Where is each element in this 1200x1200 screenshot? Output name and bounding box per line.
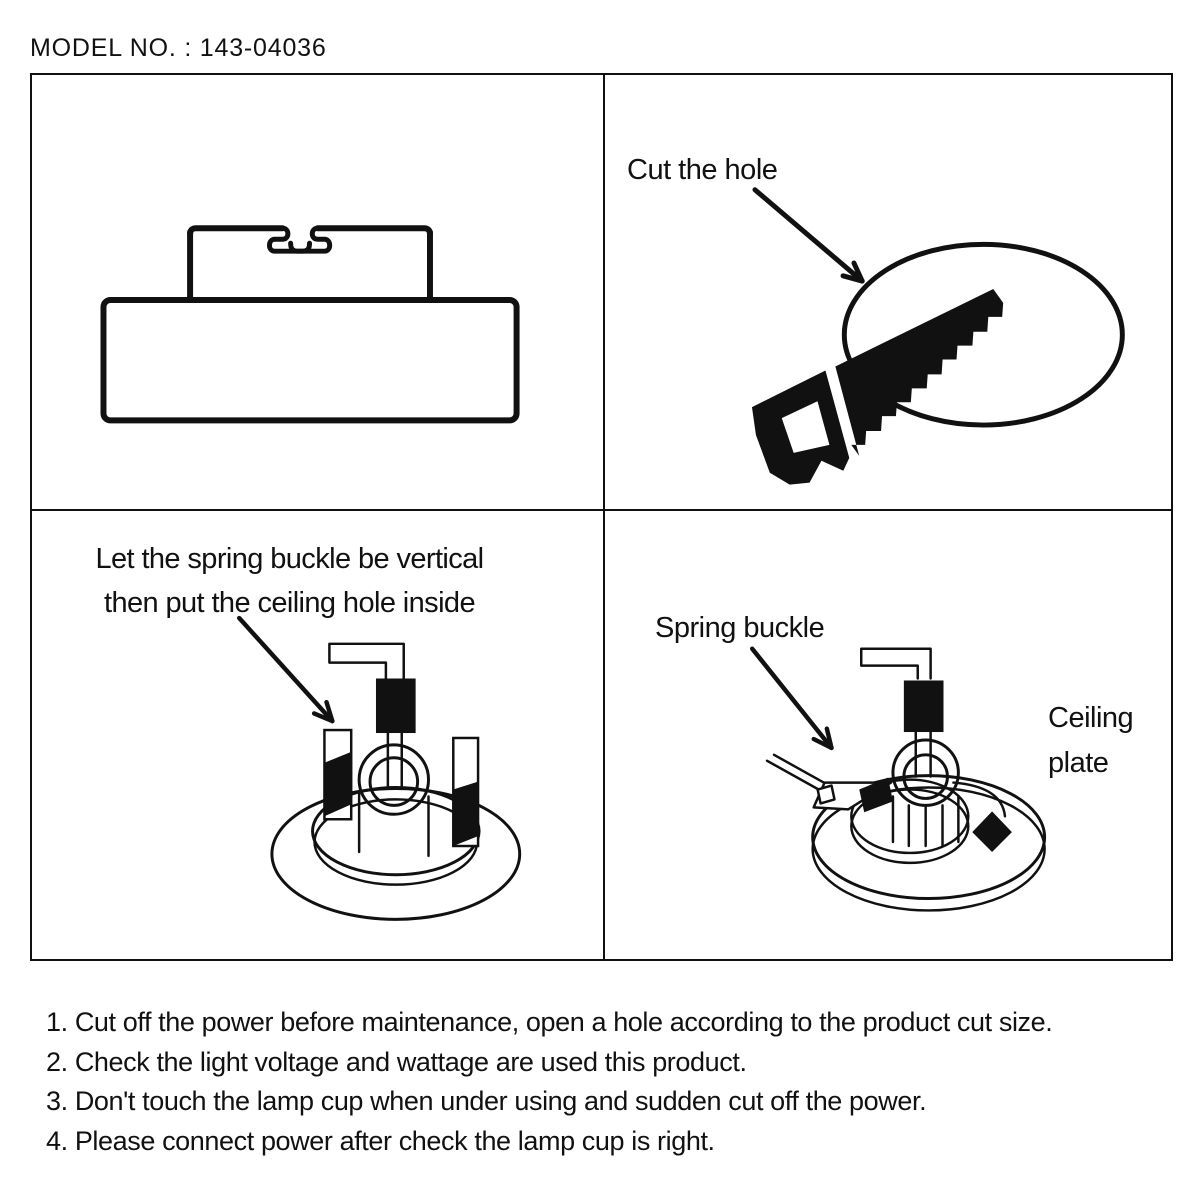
body-finger-lines	[891, 795, 960, 848]
wire-elbow-outline	[328, 642, 405, 680]
folded-buckle-right	[972, 811, 1012, 852]
fixture-in-ceiling-plate-diagram	[749, 646, 1047, 912]
spring-wire-arc	[952, 781, 1007, 818]
ceiling-plate-line-2: plate	[1048, 747, 1109, 779]
grid-vertical-divider	[603, 75, 605, 959]
diagram-grid: Cut the hole Let the spring buckle be ve…	[30, 73, 1173, 961]
lamp-holder-inner	[902, 753, 949, 800]
clip-hook-right	[288, 225, 333, 254]
instruction-1: 1. Cut off the power before maintenance,…	[46, 1007, 1053, 1037]
ceiling-plate-thickness	[811, 786, 1046, 912]
stem-lines	[914, 730, 932, 778]
folded-buckle-left	[859, 777, 893, 813]
caption-arrow-icon	[236, 615, 335, 724]
ceiling-plate-line-1: Ceiling	[1048, 702, 1134, 734]
caption-line-2: then put the ceiling hole inside	[104, 587, 476, 619]
fixture-with-spring-buckles-diagram	[236, 615, 522, 921]
saw-handle-icon	[751, 370, 850, 485]
trim-ring-outer	[270, 787, 522, 921]
cut-hole-label: Cut the hole	[627, 154, 778, 186]
ceiling-plate-label: Ceiling plate	[1048, 696, 1134, 786]
plate-hole	[850, 778, 970, 855]
cut-hole-ellipse	[841, 241, 1125, 428]
instruction-list: 1. Cut off the power before maintenance,…	[46, 1003, 1176, 1161]
instruction-4: 4. Please connect power after check the …	[46, 1125, 715, 1156]
wire-elbow-outline	[860, 647, 932, 680]
instruction-3: 3. Don't touch the lamp cup when under u…	[46, 1086, 927, 1116]
terminal-block	[375, 678, 416, 734]
body-side-lines	[357, 791, 430, 858]
downlight-side-view-diagram	[100, 225, 520, 424]
caption-line-1: Let the spring buckle be vertical	[95, 543, 484, 575]
spring-buckle-left	[323, 728, 353, 821]
cut-hole-arrow-icon	[752, 187, 865, 284]
driver-box-top-left	[187, 225, 286, 238]
lamp-holder-inner	[368, 756, 420, 807]
instruction-2: 2. Check the light voltage and wattage a…	[46, 1046, 747, 1077]
lamp-holder-outer	[891, 738, 960, 807]
label-arrow-icon	[749, 646, 834, 751]
spring-buckle-right	[452, 736, 480, 848]
model-number-label: MODEL NO. : 143-04036	[30, 34, 327, 62]
driver-box-top-right	[314, 225, 433, 238]
stem-lines	[386, 731, 403, 790]
spring-vertical-caption: Let the spring buckle be vertical then p…	[32, 537, 547, 625]
lamp-holder-outer	[357, 743, 430, 816]
ceiling-plate-outer	[811, 774, 1047, 901]
terminal-block	[903, 680, 944, 733]
grid-horizontal-divider	[32, 509, 1171, 511]
saw-blade-icon	[835, 289, 1004, 456]
lamp-body-rect	[100, 296, 520, 424]
spring-buckle-label: Spring buckle	[655, 612, 825, 644]
cut-hole-diagram	[751, 187, 1125, 485]
